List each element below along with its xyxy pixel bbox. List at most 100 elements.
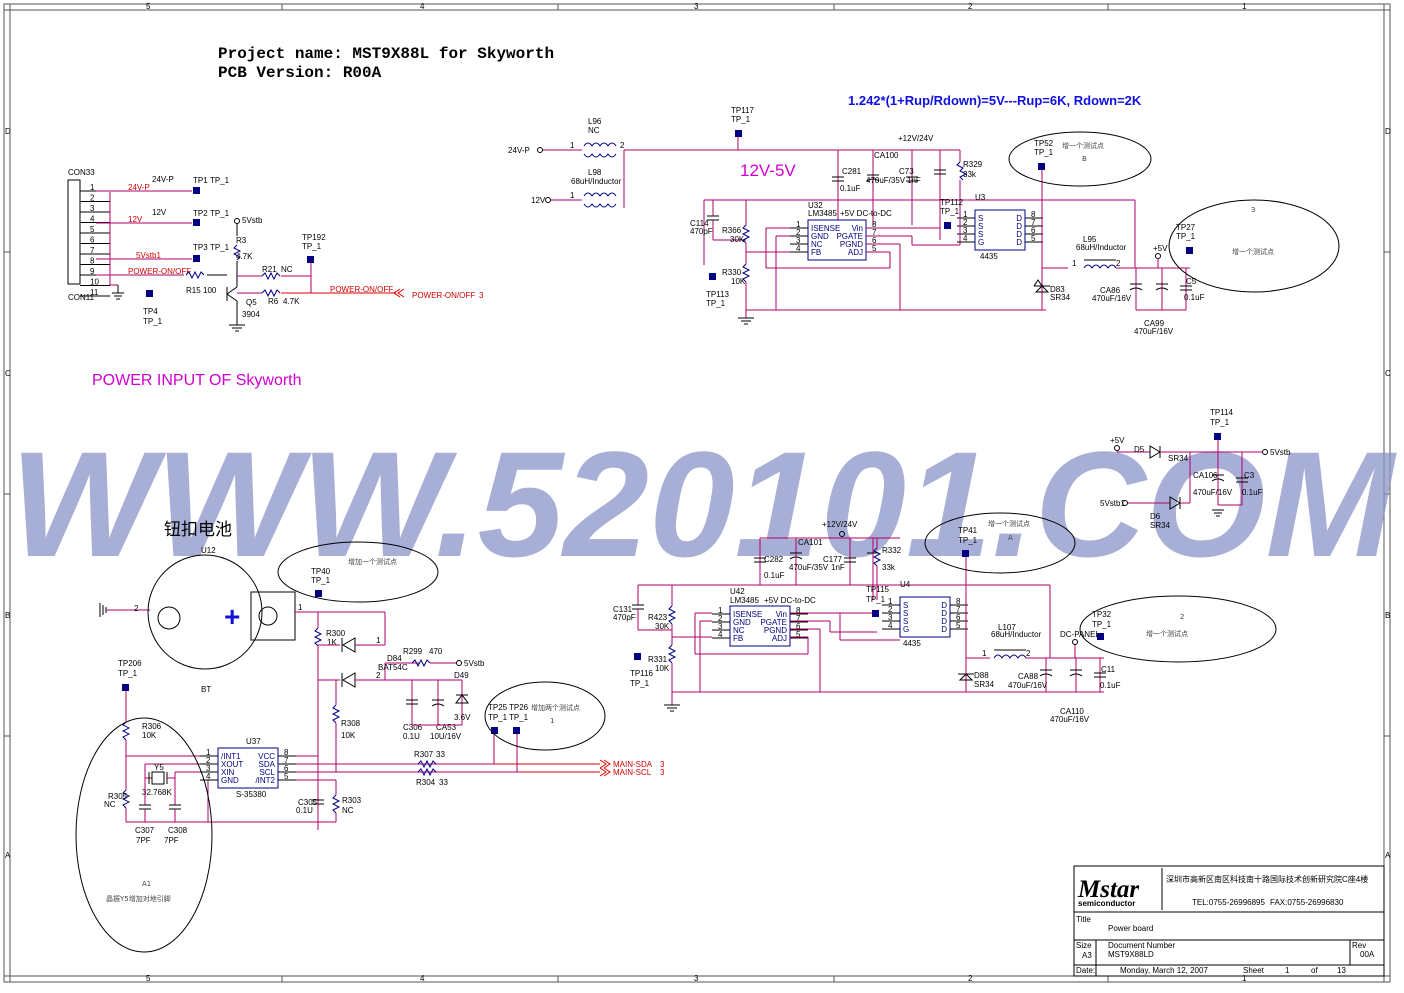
- r332-value: 33k: [882, 563, 896, 572]
- l95-value: 68uH/Inductor: [1076, 243, 1127, 252]
- ca106-value: 470uF/16V: [1193, 488, 1233, 497]
- u3-pins-l-2: S: [978, 230, 983, 239]
- tp2-type: TP_1: [210, 209, 230, 218]
- frame-row-d-right: D: [1385, 127, 1391, 136]
- c177-label: C177: [823, 555, 843, 564]
- u4-pins-r-2: D: [941, 617, 947, 626]
- tp27-pad: [1186, 247, 1193, 254]
- bt-pin1: 1: [298, 603, 303, 612]
- r329-label: R329: [963, 160, 983, 169]
- tp4-pad: [146, 290, 153, 297]
- tp52-type: TP_1: [1034, 148, 1054, 157]
- date-value: Monday, March 12, 2007: [1120, 966, 1208, 975]
- u42-pins-ln-2: 3: [718, 622, 723, 631]
- u37-pins-r-2: SCL: [259, 768, 275, 777]
- tp113-label: TP113: [706, 290, 730, 299]
- date-label: Date:: [1076, 966, 1095, 975]
- d5-value: SR34: [1168, 454, 1189, 463]
- ca86-label: CA86: [1100, 286, 1121, 295]
- r21-value: NC: [281, 265, 293, 274]
- size-value: A3: [1082, 951, 1092, 960]
- u32-pins-r-0: Vin: [852, 224, 863, 233]
- r299-label: R299: [403, 647, 423, 656]
- net-5v-mid: +5V: [1110, 436, 1125, 445]
- u37-pins-rn-3: 5: [284, 772, 289, 781]
- tp116-label: TP116: [630, 669, 654, 678]
- ca101-value: 470uF/35V: [789, 563, 829, 572]
- u3-pins-rn-0: 8: [1031, 210, 1036, 219]
- docnum-label: Document Number: [1108, 941, 1175, 950]
- note-b-text: 增一个测试点: [1062, 141, 1104, 150]
- d6-label: D6: [1150, 512, 1161, 521]
- tp41-pad: [962, 550, 969, 557]
- r6-value: 4.7K: [283, 297, 300, 306]
- sheet-label: Sheet: [1243, 966, 1265, 975]
- u32-pins-rn-2: 6: [872, 236, 877, 245]
- battery-plus-icon: +: [224, 601, 240, 632]
- u32-pins-l-1: GND: [811, 232, 829, 241]
- frame-col-1-bottom: 1: [1242, 974, 1247, 983]
- l107-pin1: 1: [982, 649, 987, 658]
- l96-value: NC: [588, 126, 600, 135]
- company-tel: TEL:0755-26996895: [1192, 898, 1266, 907]
- ca99-value: 470uF/16V: [1134, 327, 1174, 336]
- frame-col-1: 1: [1242, 2, 1247, 11]
- con-pin-1: 1: [90, 183, 95, 192]
- diode-or-section: TP114 TP_1 +5V D5 SR34 5Vstb CA106 470uF…: [1100, 408, 1291, 530]
- c11-label: C11: [1101, 665, 1116, 674]
- section-12v-5v: 12V-5V: [740, 161, 796, 180]
- u4-body: [899, 596, 951, 638]
- u42-pins-rn-3: 5: [796, 630, 801, 639]
- u3-body: [974, 209, 1026, 251]
- l107-pin2: 2: [1026, 649, 1031, 658]
- u4-pins-r-1: D: [941, 609, 947, 618]
- tp117-pad: [735, 130, 742, 137]
- c5-label: C5: [1186, 277, 1197, 286]
- u37-pins-rn-2: 6: [284, 764, 289, 773]
- d49-value: 3.6V: [454, 713, 471, 722]
- u3-label: U3: [975, 193, 986, 202]
- u4-pins-r-3: D: [941, 625, 947, 634]
- battery-plus-pad: [258, 606, 278, 626]
- tp206-label: TP206: [118, 659, 142, 668]
- con-pin-9: 9: [90, 267, 95, 276]
- d84-pin1: 1: [376, 636, 381, 645]
- title-block: Mstar semiconductor 深圳市高新区南区科技南十路国际技术创新研…: [1073, 865, 1385, 977]
- note-3-text: 增一个测试点: [1232, 247, 1274, 256]
- r423-value: 30K: [655, 622, 670, 631]
- tp40-label: TP40: [311, 567, 331, 576]
- u3-pins-l-3: G: [978, 238, 984, 247]
- u37-pins-r-3: /INT2: [255, 776, 275, 785]
- con-pin-3: 3: [90, 204, 95, 213]
- con-pin-11: 11: [90, 288, 99, 297]
- r305-value: NC: [104, 800, 116, 809]
- r299-value: 470: [429, 647, 443, 656]
- l98-value: 68uH/Inductor: [571, 177, 622, 186]
- tp3-type: TP_1: [210, 243, 230, 252]
- u4-pins-r-0: D: [941, 601, 947, 610]
- tp117-label: TP117: [731, 106, 755, 115]
- r303-value: NC: [342, 806, 354, 815]
- tp27-type: TP_1: [1176, 232, 1196, 241]
- note-3-letter: 3: [1251, 206, 1255, 214]
- frame-row-d: D: [5, 127, 11, 136]
- u4-pins-rn-3: 5: [956, 621, 961, 630]
- u32-body: [807, 219, 867, 261]
- u4-pins-rn-2: 6: [956, 613, 961, 622]
- c281-value: 0.1uF: [840, 184, 861, 193]
- u32-pins-l-2: NC: [811, 240, 823, 249]
- tp52-pad: [1038, 163, 1045, 170]
- rev-value: 00A: [1360, 950, 1375, 959]
- u3-pins-r-1: D: [1016, 222, 1022, 231]
- battery-rtc-section: 2 + U12 BT 1 TP40 TP_1 增加一个测试点 R300 1K 1…: [75, 541, 665, 953]
- ca100-value: 470uF/35V: [866, 176, 906, 185]
- note-tp40-text: 增加一个测试点: [348, 557, 397, 566]
- tp206-type: TP_1: [118, 669, 138, 678]
- c73-label: C73: [899, 167, 914, 176]
- l95-pin2: 2: [1116, 259, 1121, 268]
- d49-label: D49: [454, 671, 469, 680]
- tp1-pad: [193, 187, 200, 194]
- d83-value: SR34: [1050, 293, 1071, 302]
